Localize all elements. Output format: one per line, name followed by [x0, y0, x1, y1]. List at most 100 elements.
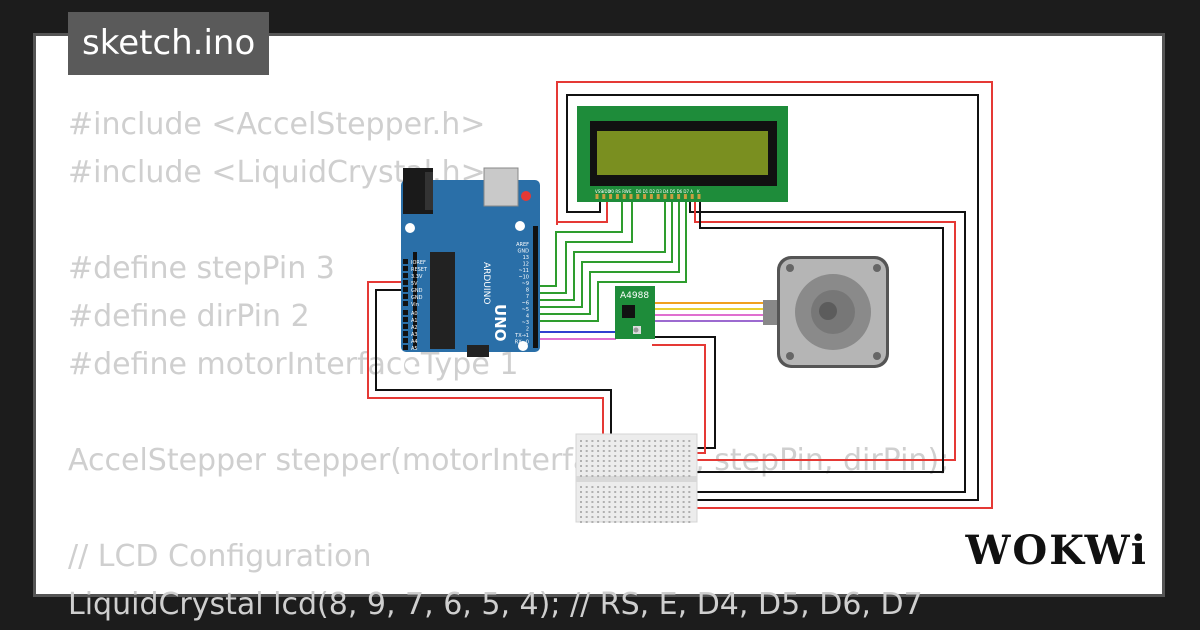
breadboard-hole [659, 491, 662, 493]
breadboard-hole [654, 511, 657, 513]
header-pin[interactable] [533, 306, 538, 312]
lcd-pin[interactable] [677, 194, 681, 199]
lcd-pin[interactable] [656, 194, 660, 199]
breadboard-hole [665, 496, 668, 498]
header-pin[interactable] [533, 339, 538, 344]
lcd-pin[interactable] [649, 194, 653, 199]
header-pin[interactable] [533, 326, 538, 331]
breadboard-hole [608, 501, 611, 503]
header-pin[interactable] [403, 287, 408, 292]
header-pin[interactable] [533, 280, 538, 286]
lcd-pin[interactable] [629, 194, 633, 199]
header-pin[interactable] [403, 317, 408, 322]
breadboard-hole [648, 455, 651, 457]
lcd-pin[interactable] [683, 194, 687, 199]
breadboard-hole [608, 445, 611, 447]
breadboard-hole [671, 486, 674, 488]
digital-pin-label: TX→1 [514, 333, 529, 339]
header-pin[interactable] [403, 266, 408, 271]
stepper-motor[interactable] [763, 256, 889, 368]
breadboard-hole [597, 501, 600, 503]
lcd-pin-label: RW [622, 189, 629, 194]
breadboard-hole [591, 511, 594, 513]
breadboard-hole [642, 511, 645, 513]
lcd-pin[interactable] [595, 194, 599, 199]
breadboard-hole [580, 511, 582, 513]
breadboard[interactable] [575, 433, 698, 523]
file-name-tab[interactable]: sketch.ino [68, 12, 270, 75]
header-pin[interactable] [533, 332, 538, 338]
breadboard-hole [608, 491, 611, 493]
header-pin[interactable] [533, 293, 538, 299]
header-pin[interactable] [403, 338, 408, 343]
header-pin[interactable] [533, 267, 538, 273]
breadboard-hole [614, 486, 617, 488]
lcd-pin[interactable] [615, 194, 619, 199]
digital-pin-label: GND [518, 249, 530, 255]
header-pin[interactable] [403, 345, 408, 350]
header-pin[interactable] [403, 294, 408, 299]
lcd-pin[interactable] [609, 194, 613, 199]
header-pin[interactable] [533, 274, 538, 279]
breadboard-hole [608, 475, 611, 477]
a4988-driver[interactable]: A4988 [615, 286, 655, 339]
power-pin-label: RESET [411, 267, 428, 273]
breadboard-hole [619, 501, 622, 503]
lcd-pin[interactable] [636, 194, 640, 199]
breadboard-hole [676, 506, 679, 508]
header-pin[interactable] [533, 261, 538, 266]
breadboard-hole [648, 516, 651, 518]
reset-button[interactable] [521, 191, 531, 201]
header-pin[interactable] [403, 259, 408, 264]
header-pin[interactable] [403, 331, 408, 336]
breadboard-hole [591, 470, 594, 472]
breadboard-hole [631, 465, 634, 467]
breadboard-hole [614, 491, 617, 493]
breadboard-hole [682, 491, 685, 493]
breadboard-hole [659, 450, 662, 452]
code-line: LiquidCrystal lcd(8, 9, 7, 6, 5, 4); // … [68, 587, 923, 622]
header-pin[interactable] [533, 313, 538, 318]
lcd-pin[interactable] [643, 194, 647, 199]
breadboard-hole [648, 475, 651, 477]
header-pin[interactable] [533, 300, 538, 305]
driver-label: A4988 [620, 291, 649, 301]
header-pin[interactable] [533, 254, 538, 260]
breadboard-hole [631, 475, 634, 477]
breadboard-hole [637, 501, 639, 503]
header-pin[interactable] [533, 287, 538, 292]
breadboard-hole [671, 470, 674, 472]
header-pin[interactable] [533, 241, 538, 247]
lcd-pin[interactable] [602, 194, 606, 199]
lcd-pin[interactable] [670, 194, 674, 199]
header-pin[interactable] [403, 273, 408, 278]
lcd-pin[interactable] [690, 194, 694, 199]
lcd-pin[interactable] [663, 194, 667, 199]
lcd-pin-label: D2 [649, 189, 655, 194]
header-pin[interactable] [533, 319, 538, 325]
header-pin[interactable] [403, 301, 408, 306]
breadboard-hole [642, 440, 645, 442]
breadboard-hole [585, 465, 588, 467]
breadboard-hole [619, 516, 622, 518]
header-pin[interactable] [533, 248, 538, 253]
breadboard-hole [665, 450, 668, 452]
breadboard-hole [648, 465, 651, 467]
analog-pin-label: A4 [411, 339, 418, 345]
breadboard-hole [676, 511, 679, 513]
header-pin[interactable] [403, 324, 408, 329]
lcd-pin[interactable] [697, 194, 701, 199]
breadboard-hole [671, 445, 674, 447]
digital-pin-label: AREF [516, 242, 529, 248]
header-pin[interactable] [403, 310, 408, 315]
header-pin[interactable] [403, 280, 408, 285]
breadboard-hole [585, 460, 588, 462]
breadboard-hole [682, 506, 685, 508]
wire-red-lcd-vdd [557, 198, 608, 223]
breadboard-hole [619, 440, 622, 442]
code-line: // LCD Configuration [68, 539, 372, 574]
breadboard-hole [659, 455, 662, 457]
lcd-pin[interactable] [622, 194, 626, 199]
